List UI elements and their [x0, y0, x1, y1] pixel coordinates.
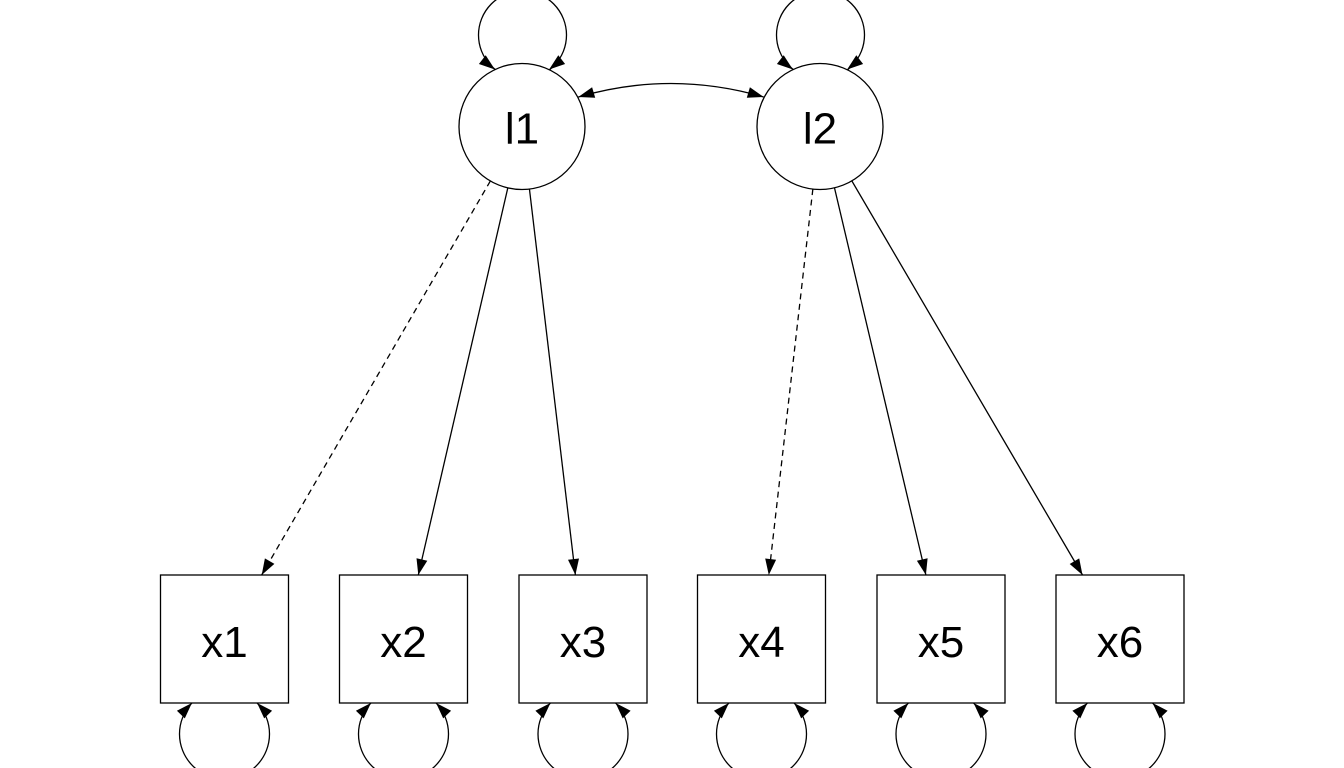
observed-node-x4	[696, 574, 827, 704]
observed-node-x5	[876, 574, 1006, 704]
loading-edge-l2-x4	[768, 126, 821, 576]
variance-arrowhead-x5-left	[893, 703, 909, 719]
variance-arrowhead-x3-left	[535, 703, 551, 719]
variance-arrowhead-l1-right	[549, 55, 566, 70]
variance-arrowhead-x1-right	[257, 703, 273, 719]
loading-arrowhead-l1-x3	[568, 558, 579, 575]
observed-node-x2	[338, 574, 469, 704]
observed-node-label-x4: x4	[738, 618, 784, 667]
latent-node-label-l1: l1	[505, 105, 539, 154]
observed-node-label-x6: x6	[1097, 618, 1143, 667]
loading-arrowhead-l2-x4	[765, 558, 777, 575]
loading-edge-l1-x1	[261, 126, 523, 576]
loading-edge-l1-x2	[417, 126, 523, 576]
observed-node-label-x3: x3	[560, 618, 606, 667]
loading-arrowhead-l2-x5	[916, 558, 928, 575]
latent-node-label-l2: l2	[803, 105, 837, 154]
variance-arrowhead-x2-left	[355, 703, 371, 719]
covariance-edge-l1-l2	[578, 82, 764, 98]
variance-arrowhead-x5-right	[973, 703, 989, 719]
variance-arrowhead-x6-right	[1152, 703, 1168, 719]
observed-node-x1	[159, 574, 290, 704]
observed-node-x3	[518, 574, 648, 704]
covariance-arrowhead-l2	[746, 87, 764, 98]
loading-arrowhead-l2-x6	[1069, 558, 1083, 575]
observed-node-label-x2: x2	[380, 618, 426, 667]
covariance-arrowhead-l1	[578, 87, 596, 98]
variance-arrowhead-l2-right	[847, 55, 864, 70]
latent-node-l1	[458, 62, 586, 191]
variance-arrowhead-x4-left	[713, 703, 729, 719]
variance-arrowhead-x3-right	[615, 703, 631, 719]
latent-node-l2	[756, 62, 884, 191]
loading-arrowhead-l1-x2	[416, 558, 428, 575]
variance-arrowhead-x1-left	[176, 703, 192, 719]
variance-arrowhead-x2-right	[436, 703, 452, 719]
loading-arrowhead-l1-x1	[261, 558, 275, 575]
variance-arrowhead-x6-left	[1072, 703, 1088, 719]
variance-arrowhead-x4-right	[794, 703, 810, 719]
variance-arrowhead-l2-left	[776, 55, 793, 70]
loading-edge-l1-x3	[521, 126, 577, 576]
observed-node-label-x1: x1	[201, 618, 247, 667]
observed-node-label-x5: x5	[918, 618, 964, 667]
variance-arrowhead-l1-left	[478, 55, 495, 70]
observed-node-x6	[1055, 574, 1185, 704]
loading-edge-l2-x5	[819, 126, 927, 576]
loading-edge-l2-x6	[819, 126, 1084, 576]
